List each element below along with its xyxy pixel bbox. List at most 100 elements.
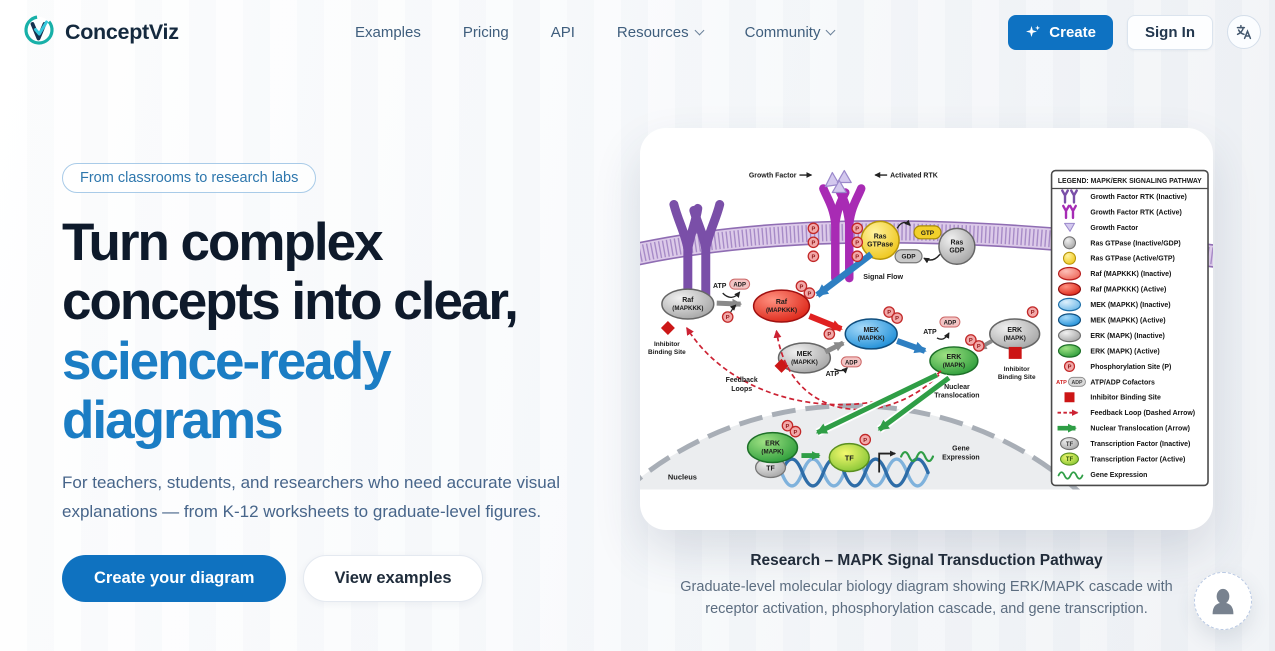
svg-text:P: P <box>800 284 804 290</box>
svg-text:Loops: Loops <box>731 386 752 393</box>
svg-text:P: P <box>811 227 815 233</box>
svg-text:TF: TF <box>845 454 855 463</box>
svg-text:GTPase: GTPase <box>867 241 893 248</box>
legend-glyph-circle-yellow <box>1062 251 1077 265</box>
legend-item: Gene Expression <box>1057 471 1147 480</box>
signal-flow-arrow <box>815 251 874 298</box>
mek-inactive: MEK (MAPKK) <box>774 342 832 374</box>
atp-adp-cycle-arrow <box>722 291 741 299</box>
svg-text:P: P <box>895 316 899 322</box>
legend-glyph-rtk-inactive <box>1061 189 1078 204</box>
svg-text:P: P <box>855 227 859 233</box>
legend-item: ERK (MAPK) (Active) <box>1057 344 1160 358</box>
signal-flow-label: Signal Flow <box>863 273 903 281</box>
activated-rtk-label: Activated RTK <box>890 173 938 180</box>
svg-text:Growth Factor RTK (Active): Growth Factor RTK (Active) <box>1090 209 1181 216</box>
raf-mek-arrow <box>808 313 843 332</box>
svg-text:Raf: Raf <box>682 297 694 304</box>
chevron-down-icon <box>694 25 705 36</box>
erk-active: ERK (MAPK) <box>929 346 979 376</box>
svg-text:ADP: ADP <box>944 321 957 327</box>
hero-badge: From classrooms to research labs <box>62 163 317 193</box>
svg-text:P: P <box>887 310 891 316</box>
svg-text:P: P <box>977 344 981 350</box>
showcase-caption: Research – MAPK Signal Transduction Path… <box>640 552 1213 621</box>
nav-item-examples[interactable]: Examples <box>355 23 421 41</box>
raf-activation-arrow <box>716 298 743 309</box>
svg-text:Binding Site: Binding Site <box>998 374 1036 381</box>
legend-glyph-ellipse-red <box>1057 282 1082 296</box>
svg-text:MEK: MEK <box>863 327 879 334</box>
adp-pill <box>729 278 751 290</box>
legend-glyph-inhibitor <box>1064 392 1075 403</box>
svg-text:Raf (MAPKKK) (Inactive): Raf (MAPKKK) (Inactive) <box>1090 271 1171 278</box>
svg-text:ATP: ATP <box>1056 380 1067 386</box>
hero-title-accent: science-ready diagrams <box>62 331 392 451</box>
nuclear-erk-complex: TF ERK (MAPK) <box>746 431 799 479</box>
svg-text:P: P <box>863 438 867 444</box>
logo-icon <box>22 13 56 52</box>
svg-text:P: P <box>855 240 859 246</box>
svg-text:ADP: ADP <box>733 283 746 289</box>
mek-erk-arrow <box>896 338 927 354</box>
legend-item: MEK (MAPKK) (Inactive) <box>1057 297 1171 312</box>
legend-box: LEGEND: MAPK/ERK SIGNALING PATHWAY Growt… <box>1050 169 1209 487</box>
legend-item: Feedback Loop (Dashed Arrow) <box>1057 409 1195 417</box>
svg-text:Nuclear Translocation (Arrow): Nuclear Translocation (Arrow) <box>1090 426 1190 433</box>
create-button[interactable]: Create <box>1008 14 1113 50</box>
language-button[interactable] <box>1227 15 1261 49</box>
legend-item: Growth Factor RTK (Active) <box>1062 204 1182 220</box>
svg-text:(MAPK): (MAPK) <box>943 362 965 369</box>
svg-text:P: P <box>811 254 815 260</box>
mek-active: MEK (MAPKK) <box>844 318 898 350</box>
transcription-start-arrow <box>878 450 897 473</box>
svg-text:Inhibitor Binding Site: Inhibitor Binding Site <box>1090 395 1161 402</box>
svg-text:ERK (MAPK) (Inactive): ERK (MAPK) (Inactive) <box>1090 333 1164 340</box>
ras-cycle: Ras GTPase GTP GDP Ras GDP <box>860 219 976 265</box>
svg-text:(MAPK): (MAPK) <box>761 449 783 456</box>
raf-inactive: Raf (MAPKKK) <box>660 288 715 335</box>
nucleus-label: Nucleus <box>668 472 697 481</box>
hero-title: Turn complex concepts into clear, scienc… <box>62 213 519 451</box>
caption-description: Graduate-level molecular biology diagram… <box>680 579 1173 618</box>
translate-icon <box>1235 23 1253 41</box>
svg-text:Binding Site: Binding Site <box>648 349 686 356</box>
legend-glyph-ellipse-green <box>1057 344 1082 358</box>
header: ConceptViz Examples Pricing API Resource… <box>0 0 1275 64</box>
create-diagram-button[interactable]: Create your diagram <box>62 554 287 602</box>
inhibitor-diamond <box>660 321 675 335</box>
nav-item-pricing[interactable]: Pricing <box>462 23 509 41</box>
hero-description: For teachers, students, and researchers … <box>62 473 560 521</box>
svg-text:Raf: Raf <box>776 299 788 306</box>
brand-logo[interactable]: ConceptViz <box>22 13 179 52</box>
mek-activation-arrow <box>824 340 845 355</box>
nav-item-community[interactable]: Community <box>745 24 836 41</box>
adp-pill <box>939 316 961 328</box>
hero-section: From classrooms to research labs Turn co… <box>62 163 602 602</box>
assistant-avatar-button[interactable] <box>1194 572 1252 630</box>
nav-item-resources[interactable]: Resources <box>617 24 705 41</box>
mapk-pathway-diagram: Nucleus Growth Factor Activated RTK <box>640 169 1213 490</box>
svg-text:Transcription Factor (Active): Transcription Factor (Active) <box>1090 457 1185 464</box>
gene-expression-squiggle <box>899 451 935 463</box>
legend-glyph-p-site: P <box>1063 360 1076 372</box>
svg-text:P: P <box>786 424 790 430</box>
legend-glyph-gene <box>1057 471 1084 480</box>
svg-text:MEK: MEK <box>797 351 813 358</box>
adp-pill <box>840 356 862 368</box>
svg-text:P: P <box>855 254 859 260</box>
svg-text:(MAPKK): (MAPKK) <box>858 335 885 342</box>
feedback-label: Feedback <box>726 377 758 384</box>
svg-text:Growth Factor: Growth Factor <box>1090 225 1138 232</box>
view-examples-button[interactable]: View examples <box>303 554 483 602</box>
inhibitor-left-label: Inhibitor <box>654 341 680 348</box>
legend-title: LEGEND: MAPK/ERK SIGNALING PATHWAY <box>1058 178 1202 185</box>
svg-text:(MAPKKK): (MAPKKK) <box>672 305 703 312</box>
nav-item-api[interactable]: API <box>550 23 575 41</box>
sign-in-button[interactable]: Sign In <box>1127 14 1213 50</box>
